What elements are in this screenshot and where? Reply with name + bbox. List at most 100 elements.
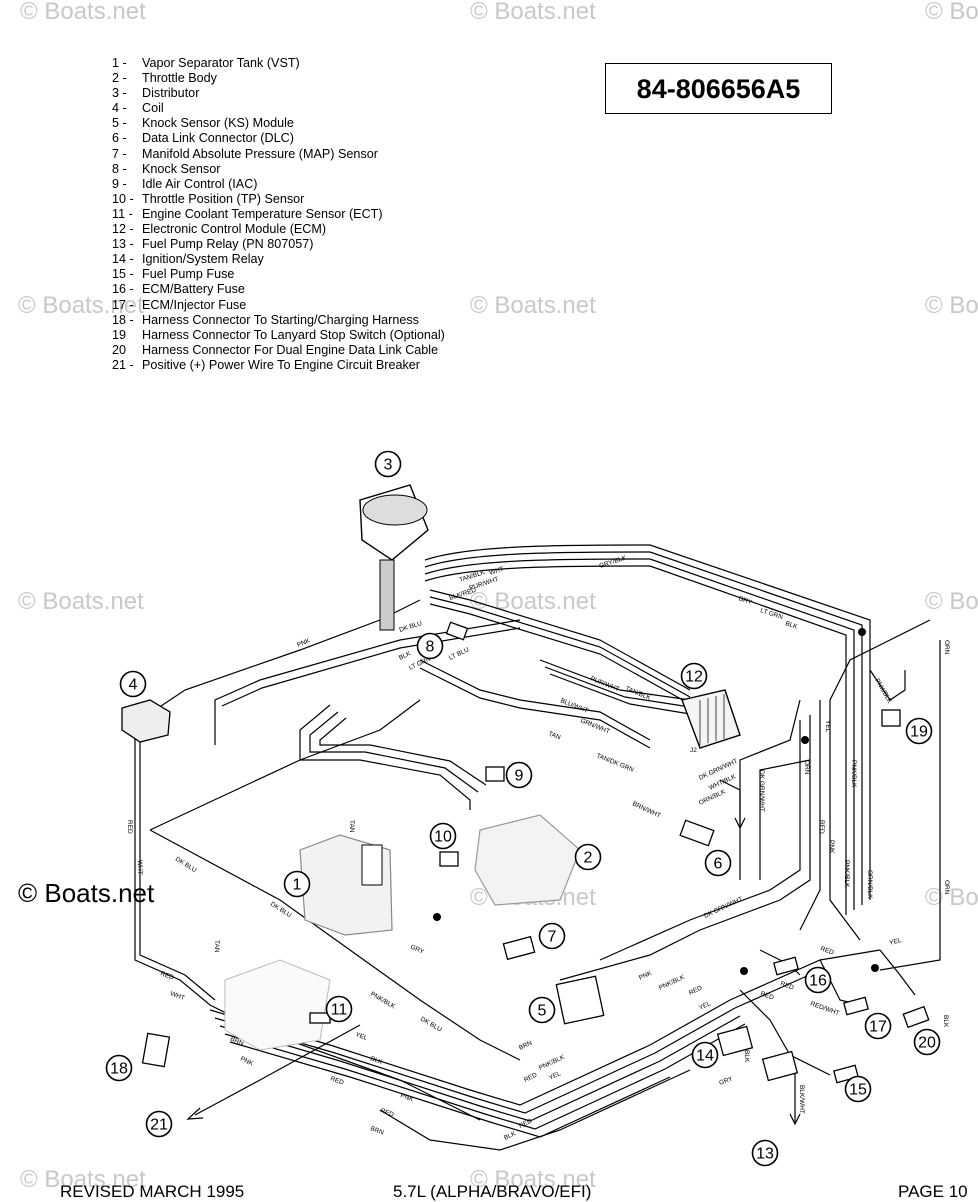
wire-label: RED [779,980,795,991]
wire-label: GRY [718,1075,734,1087]
legend-number: 21 - [112,357,134,372]
callout-number: 14 [696,1048,714,1065]
legend-item: 6 -Data Link Connector (DLC) [112,131,445,146]
wire-label: YEL [548,1070,562,1082]
callout-number: 17 [869,1019,887,1036]
legend-item: 1 - Vapor Separator Tank (VST) [112,56,445,71]
wire-label: J2 [690,747,697,754]
part-number-box: 84-806656A5 [605,63,832,114]
wire-label: YEL [824,720,831,733]
knock-sensor [445,621,469,641]
legend-number: 8 - [112,161,127,176]
wire-label: BLK [942,1015,949,1028]
watermark: © Boats.net [925,588,978,615]
legend-item: 9 -Idle Air Control (IAC) [112,177,445,192]
callout-2: 2 [574,843,602,871]
watermark: © Boats.net [925,884,978,911]
callout-number: 13 [756,1146,774,1163]
dual-engine-connector [902,1005,930,1029]
wire-label: DK BLU [419,1016,443,1034]
legend-number: 14 - [112,252,134,267]
callout-12: 12 [680,662,708,690]
tp-sensor [439,851,459,867]
legend-text: Data Link Connector (DLC) [142,131,294,146]
legend-number: 5 - [112,116,127,131]
wire-label: PNK/BLK [658,974,686,992]
legend-item: 15 -Fuel Pump Fuse [112,267,445,282]
vapor-separator-tank [299,834,393,936]
dlc-connector [679,819,715,847]
footer-revision: REVISED MARCH 1995 [60,1182,245,1201]
callout-11: 11 [325,995,353,1023]
legend-item: 21 -Positive (+) Power Wire To Engine Ci… [112,358,445,373]
wire-label: RED [819,945,835,956]
legend-item: 17 -ECM/Injector Fuse [112,298,445,313]
wire-label: PNK [638,970,654,982]
callout-19: 19 [905,717,933,745]
legend-number: 3 - [112,86,127,101]
callout-number: 10 [434,829,452,846]
legend-item: 18 - Harness Connector To Starting/Chargi… [112,313,445,328]
watermark: © Boats.net [925,0,978,25]
legend-number: 13 - [112,237,134,252]
wire-label: RED [126,820,133,834]
legend-number: 1 - [112,56,127,70]
wire-label: BLK [503,1130,518,1142]
ecm-injector-fuse [843,996,869,1016]
wiring-diagram: GRY/BLK GRY LT GRN BLK PUR/WHT BLK/RED W… [105,450,950,1167]
watermark-bold: © Boats.net [18,878,155,908]
wire-label: TAN/DK GRN [595,752,635,773]
watermark: © Boats.net [18,292,144,319]
legend-item: 16 -ECM/Battery Fuse [112,282,445,297]
wire-label: RED [688,985,704,997]
callout-number: 20 [918,1035,936,1052]
legend-number: 9 - [112,176,127,191]
legend-text: Harness Connector To Starting/Charging H… [142,312,419,327]
starting-harness-connector [141,1032,171,1068]
wire-label: TAN [547,730,562,741]
legend-number: 10 - [112,191,134,206]
wire-label: BRN [518,1040,534,1052]
callout-number: 21 [150,1117,168,1134]
callout-number: 11 [331,1002,348,1019]
callout-5: 5 [528,996,556,1024]
legend-number: 18 - [112,312,134,327]
wire-label: YEL [889,937,903,947]
legend-item: 4 -Coil [112,101,445,116]
wire-label: GRN/WHT [579,717,610,735]
legend-item: 2 -Throttle Body [112,71,445,86]
wire-label: RED [818,820,825,834]
callout-8: 8 [416,632,444,660]
callout-1: 1 [283,870,311,898]
legend-number: 2 - [112,71,127,86]
wire-label: ORN [943,880,950,895]
legend-text: Manifold Absolute Pressure (MAP) Sensor [142,146,378,161]
legend-number: 7 - [112,146,127,161]
legend-text: ECM/Battery Fuse [142,282,245,297]
legend-text: Fuel Pump Relay (PN 807057) [142,237,314,252]
legend-number: 20 [112,342,127,357]
watermark: © Boats.net [470,588,596,615]
parts-legend: 1 - Vapor Separator Tank (VST)2 -Throttle… [112,56,445,373]
callout-7: 7 [538,922,566,950]
callout-number: 18 [110,1061,128,1078]
callout-number: 9 [515,768,524,785]
watermark: © Boats.net [470,1166,596,1193]
fuel-pump-relay [761,1050,799,1082]
legend-text: Vapor Separator Tank (VST) [142,56,300,70]
footer-page: PAGE 10 [898,1182,968,1201]
callout-20: 20 [913,1028,941,1056]
legend-item: 10 -Throttle Position (TP) Sensor [112,192,445,207]
legend-item: 13 - Fuel Pump Relay (PN 807057) [112,237,445,252]
callout-number: 7 [548,929,557,946]
legend-text: Fuel Pump Fuse [142,267,235,282]
legend-item: 5 -Knock Sensor (KS) Module [112,116,445,131]
callout-number: 5 [538,1003,547,1020]
legend-text: Distributor [142,86,200,101]
wire-label: PNK/BLK [369,991,397,1011]
callout-17: 17 [864,1012,892,1040]
legend-number: 12 - [112,222,134,237]
ecm-battery-fuse [773,956,799,976]
wire-label: BLK/WHT [798,1085,805,1114]
wire-label: PNK/BLK [850,760,857,788]
